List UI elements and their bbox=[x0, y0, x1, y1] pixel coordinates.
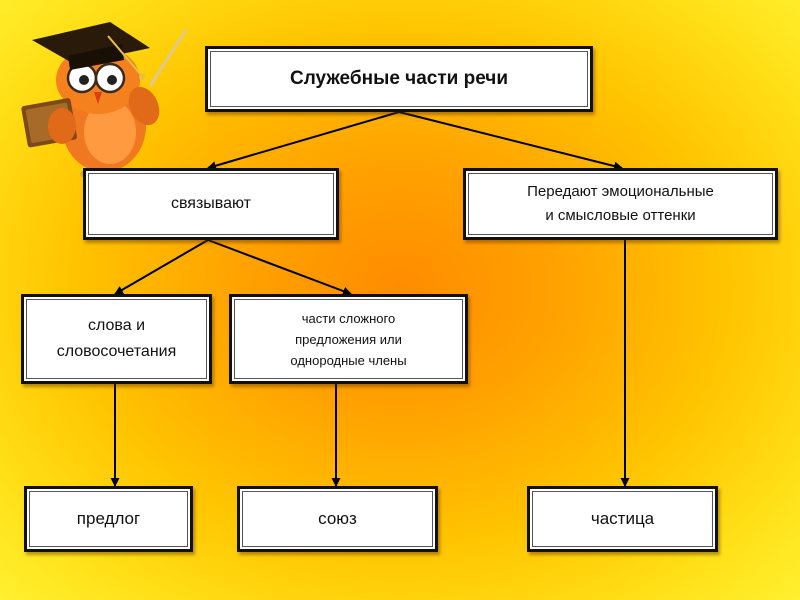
box-particle: частица bbox=[527, 486, 718, 552]
root-label: Служебные части речи bbox=[290, 68, 508, 89]
arrow-root-to-connect bbox=[207, 111, 400, 171]
box-preposition: предлог bbox=[24, 486, 193, 552]
owl-teacher-icon bbox=[18, 14, 193, 184]
words-label-line-2: словосочетания bbox=[56, 343, 177, 360]
box-emotional-shades: Передают эмоциональные и смысловые оттен… bbox=[463, 168, 778, 240]
words-label-line-1: слова и bbox=[87, 317, 145, 334]
box-connect: связывают bbox=[83, 168, 339, 240]
arrow-connect-to-words bbox=[114, 239, 209, 295]
root-box-function-words: Служебные части речи bbox=[205, 46, 593, 112]
box-words-and-phrases: слова и словосочетания bbox=[21, 294, 212, 384]
parts-label-line-2: предложения или bbox=[295, 331, 402, 347]
box-conjunction: союз bbox=[237, 486, 438, 552]
parts-label-line-1: части сложного bbox=[301, 310, 396, 326]
parts-label-line-3: однородные члены bbox=[290, 352, 407, 368]
arrow-root-to-shades bbox=[398, 111, 623, 171]
shades-label-line-1: Передают эмоциональные bbox=[527, 183, 714, 200]
particle-label: частица bbox=[590, 509, 655, 528]
box-sentence-parts: части сложного предложения или однородны… bbox=[229, 294, 468, 384]
arrow-connect-to-parts bbox=[207, 239, 352, 296]
shades-label-line-2: и смысловые оттенки bbox=[545, 207, 696, 224]
connect-label: связывают bbox=[170, 195, 251, 212]
conjunction-label: союз bbox=[318, 509, 357, 528]
preposition-label: предлог bbox=[76, 509, 141, 528]
